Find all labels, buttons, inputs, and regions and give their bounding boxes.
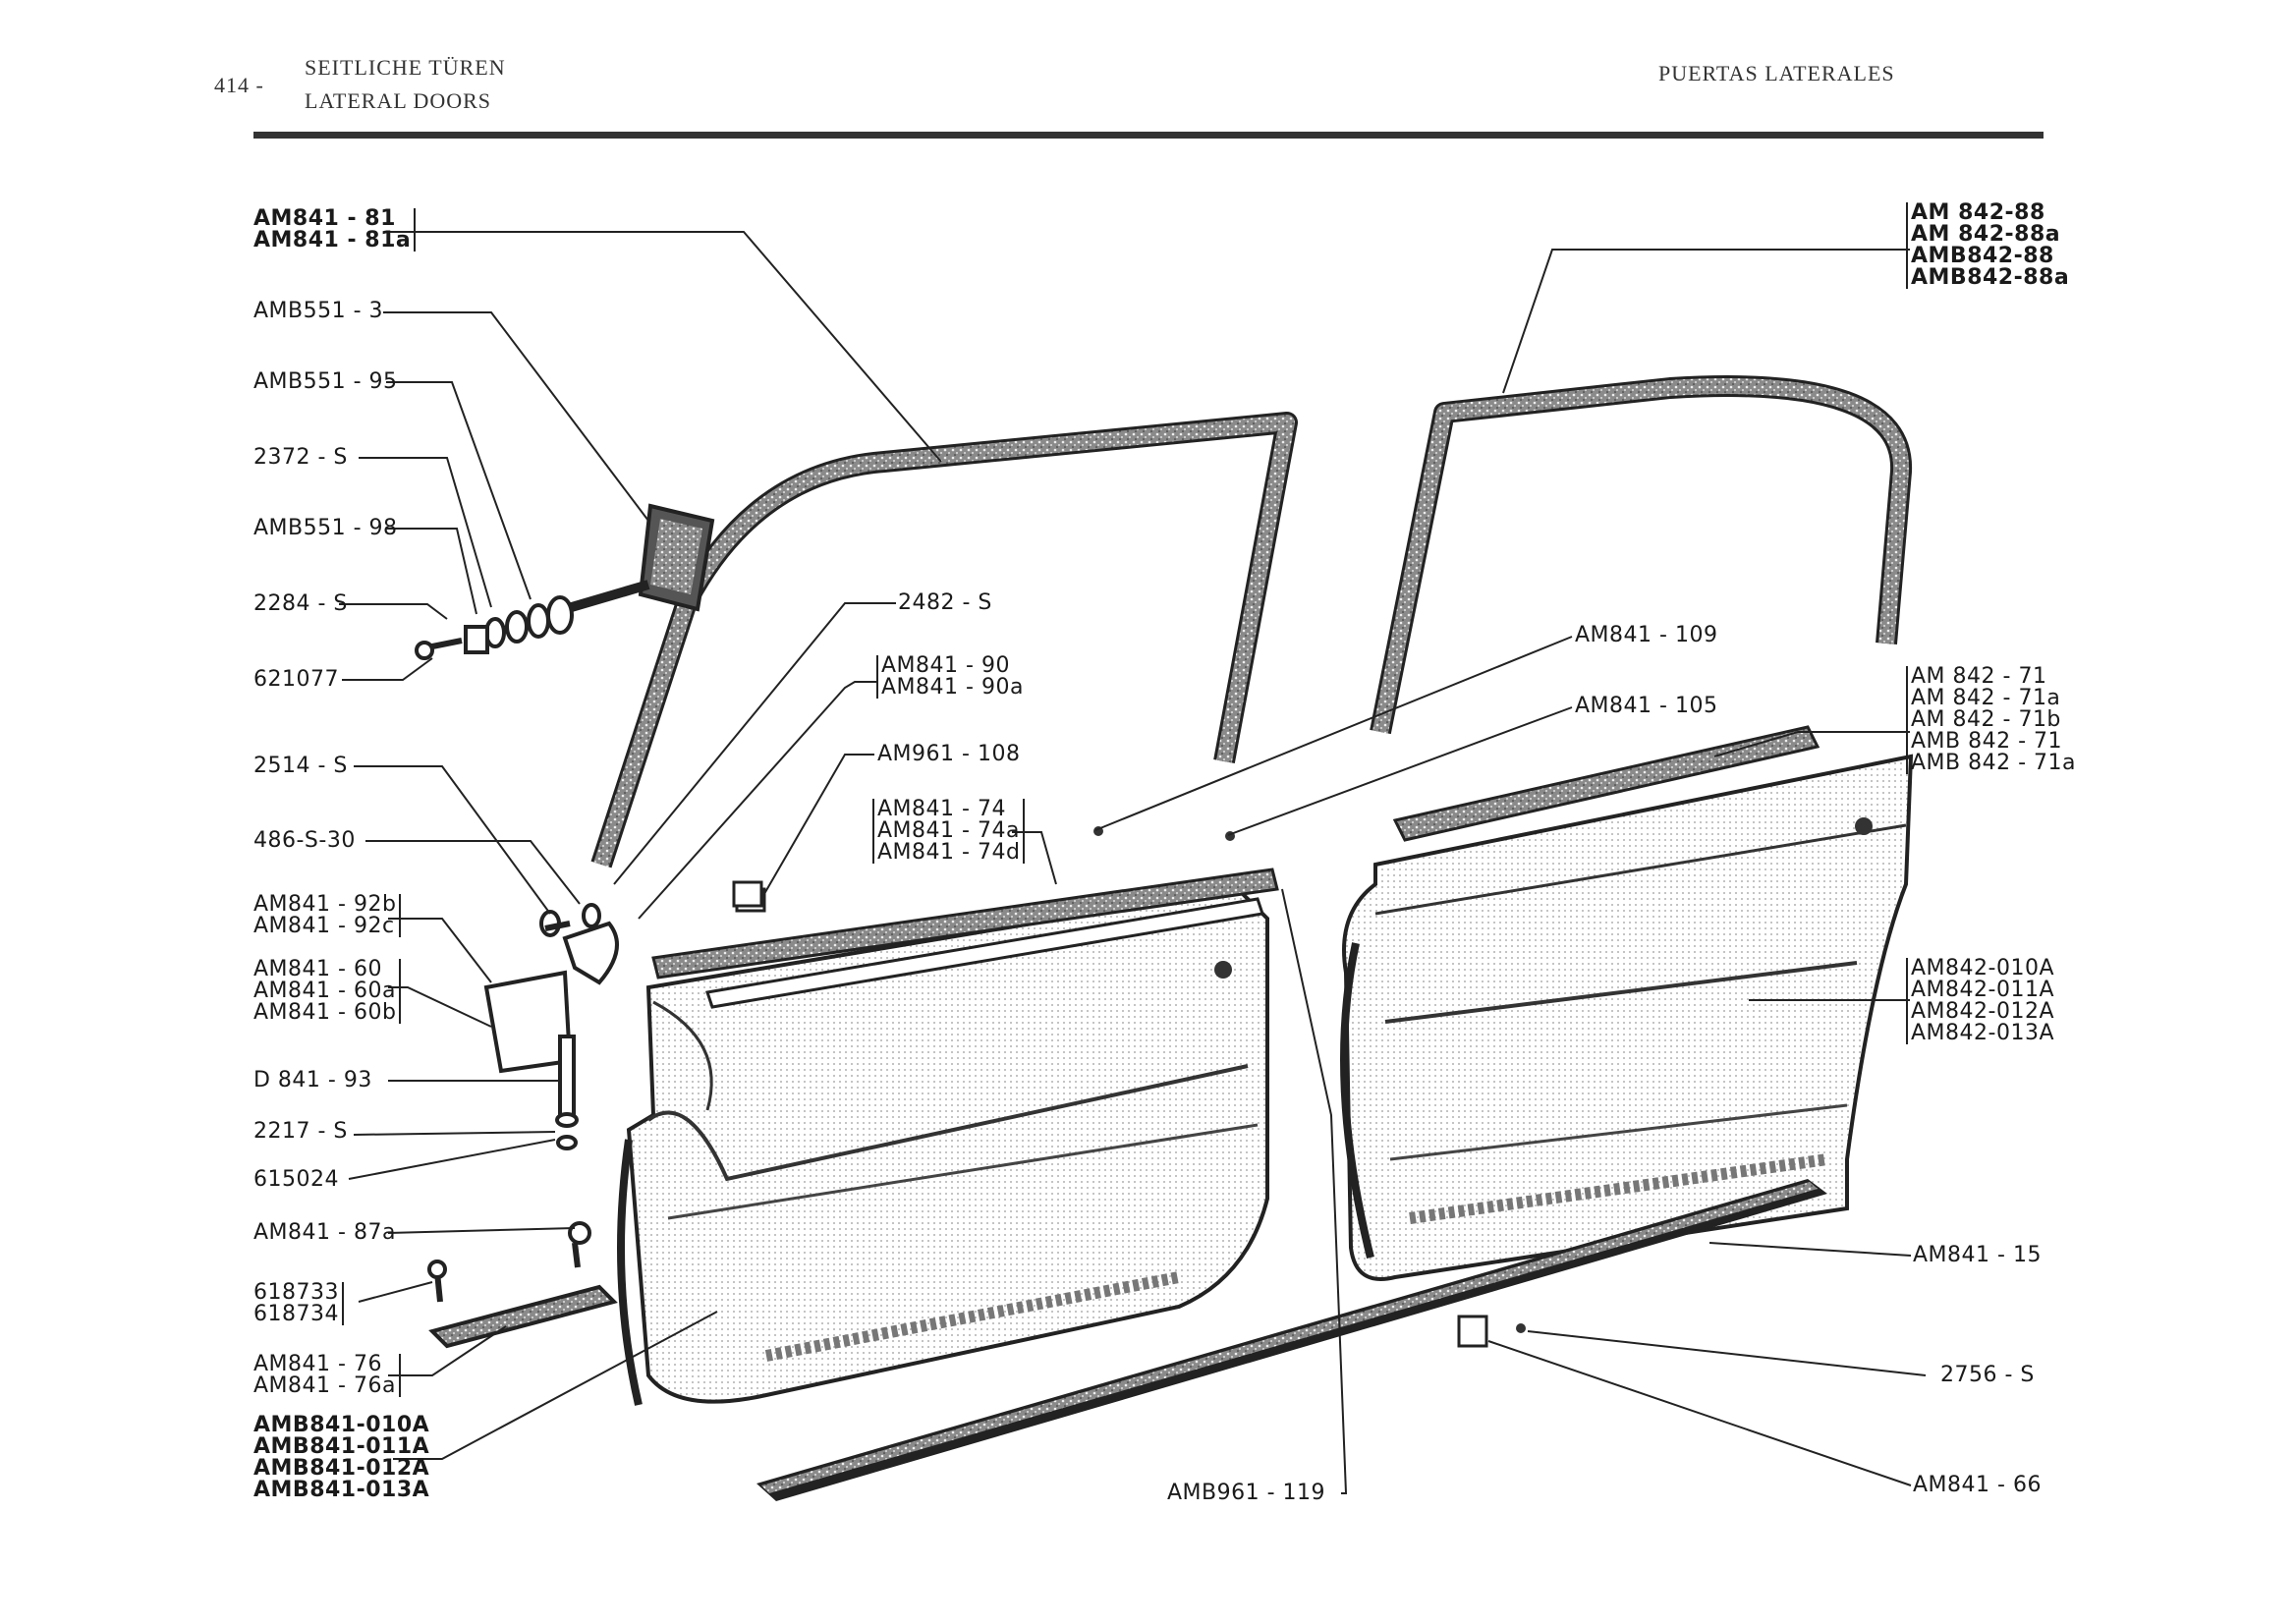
part-number: 618733 [253,1280,339,1305]
label-amb841-door: AMB841-010A AMB841-011A AMB841-012A AMB8… [253,1415,429,1501]
rear-window-seal [1370,375,1913,735]
label-amb551-95: AMB551 - 95 [253,369,398,394]
part-number: AM841 - 74d [877,840,1021,865]
label-2372-s: 2372 - S [253,445,348,470]
label-am961-108: AM961 - 108 [877,742,1021,766]
label-am841-76: AM841 - 76 AM841 - 76a [253,1354,401,1397]
part-number: AM841 - 60 [253,957,382,981]
part-number: AM841 - 76 [253,1352,382,1376]
part-number: AMB842-88 [1911,244,2054,268]
title-english: LATERAL DOORS [305,88,492,113]
part-number: AMB 842 - 71a [1911,751,2077,775]
part-number: AM841 - 60a [253,979,396,1003]
sill-moulding [756,1179,1827,1501]
part-number: 618734 [253,1302,339,1326]
page-number: 414 - [214,73,264,97]
part-number: AMB841-011A [253,1434,430,1459]
part-number: AMB841-013A [253,1478,430,1502]
part-number: AMB841-012A [253,1456,430,1481]
part-number: AMB 842 - 71 [1911,729,2063,754]
label-am841-66: AM841 - 66 [1913,1473,2042,1497]
part-number: AM842-013A [1911,1021,2055,1045]
label-486-s-30: 486-S-30 [253,828,356,853]
part-number: AM841 - 74a [877,818,1020,843]
hinge-parts [483,903,619,1268]
part-number: AM 842 - 71b [1911,707,2061,732]
part-number: AM841 - 76a [253,1373,396,1398]
leader-lines [339,231,1927,1494]
label-2482-s: 2482 - S [898,590,992,615]
label-618733: 618733 618734 [253,1282,344,1325]
title-german: SEITLICHE TÜREN [305,55,506,80]
label-am841-60: AM841 - 60 AM841 - 60a AM841 - 60b [253,957,402,1025]
check-strap [427,1260,618,1349]
label-615024: 615024 [253,1167,339,1192]
part-number: AM842-010A [1911,956,2055,980]
label-amb551-3: AMB551 - 3 [253,299,384,323]
label-amb961-119: AMB961 - 119 [1167,1481,1326,1505]
part-number: AM841 - 60b [253,1000,397,1025]
label-am842-010a: AM842-010A AM842-011A AM842-012A AM842-0… [1906,958,2054,1044]
label-am841-90: AM841 - 90 AM841 - 90a [876,655,1024,699]
mirror-assembly [415,503,715,660]
part-number: AM 842-88a [1911,222,2061,247]
header-rule [253,132,2044,139]
label-621077: 621077 [253,667,339,692]
title-spanish: PUERTAS LATERALES [1658,61,1895,85]
part-number: AM841 - 81a [253,228,412,252]
part-number: AM841 - 81 [253,206,396,231]
part-number: AM842-012A [1911,999,2055,1024]
label-am841-74: AM841 - 74 AM841 - 74a AM841 - 74d [872,797,1026,865]
rear-door-top-rail [1392,725,1820,842]
label-2514-s: 2514 - S [253,754,348,778]
part-number: AM841 - 74 [877,797,1006,821]
label-am841-105: AM841 - 105 [1575,694,1718,718]
rear-door-panel [1340,754,1914,1281]
label-am841-15: AM841 - 15 [1913,1243,2042,1267]
part-number: AM841 - 90 [881,653,1010,678]
label-d841-93: D 841 - 93 [253,1068,372,1092]
label-am841-81: AM841 - 81 AM841 - 81a [253,206,417,252]
label-am842-88: AM 842-88 AM 842-88a AMB842-88 AMB842-88… [1906,202,2069,289]
label-2284-s: 2284 - S [253,591,348,616]
label-amb551-98: AMB551 - 98 [253,516,398,540]
label-am841-92: AM841 - 92b AM841 - 92c [253,892,402,938]
part-number: AM841 - 92b [253,892,397,917]
label-am842-71: AM 842 - 71 AM 842 - 71a AM 842 - 71b AM… [1906,666,2076,774]
label-2217-s: 2217 - S [253,1119,348,1144]
part-number: AM 842 - 71 [1911,664,2047,689]
label-am841-109: AM841 - 109 [1575,623,1718,647]
front-door-panel [617,886,1269,1406]
label-am841-87a: AM841 - 87a [253,1220,396,1245]
part-number: AM841 - 90a [881,675,1024,700]
small-clips [732,826,1526,1348]
part-number: AM842-011A [1911,978,2055,1002]
part-number: AMB841-010A [253,1413,430,1437]
label-2756-s: 2756 - S [1940,1363,2035,1387]
part-number: AMB842-88a [1911,265,2070,290]
part-number: AM841 - 92c [253,914,395,938]
part-number: AM 842 - 71a [1911,686,2061,710]
part-number: AM 842-88 [1911,200,2045,225]
